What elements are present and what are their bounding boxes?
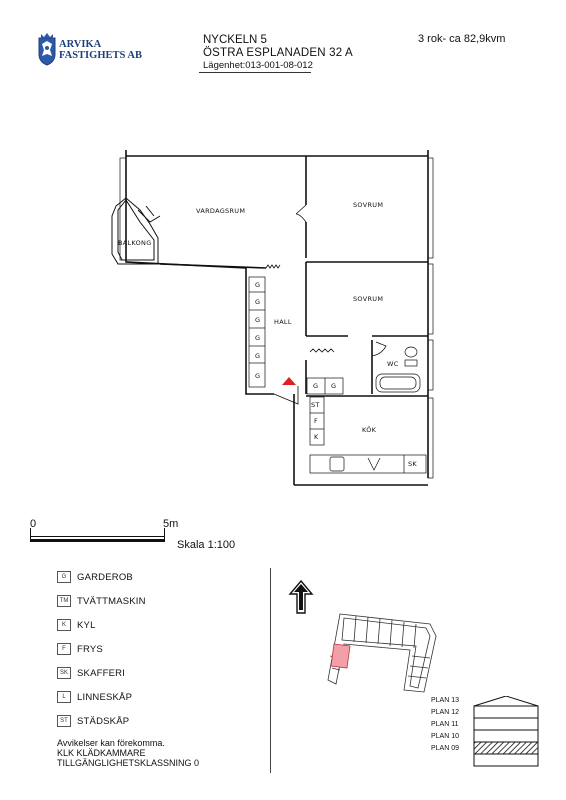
fixture-g: G [255,298,261,306]
fixture-g: G [255,352,261,360]
current-floor-band [473,741,539,755]
legend-item: TM TVÄTTMASKIN [57,594,146,608]
legend-code: TM [57,595,71,607]
company-name: ARVIKA FASTIGHETS AB [59,39,142,61]
legend-label: TVÄTTMASKIN [77,595,146,607]
floor-label: PLAN 13 [431,697,460,704]
scale-label: Skala 1:100 [177,539,236,551]
legend-code: SK [57,667,71,679]
floor-label: PLAN 09 [431,745,460,752]
vertical-divider [270,568,271,773]
header-underline [199,72,311,73]
apartment-highlight [330,643,351,669]
wall-living-bottom [159,263,267,269]
entrance-marker [282,377,296,385]
room-label-wc: WC [387,360,399,368]
legend-item: K KYL [57,618,96,632]
room-label-sovrum-2: SOVRUM [353,295,384,303]
fixture-f: F [314,417,319,425]
fixture-sk: SK [408,460,417,468]
apartment-size: 3 rok- ca 82,9kvm [418,33,506,45]
stove [329,456,345,472]
door-bedroom1 [295,204,307,223]
fixture-g: G [255,316,261,324]
window-right-3 [427,339,434,391]
fixture-g: G [331,382,337,390]
legend-code: L [57,691,71,703]
legend-item: L LINNESKÅP [57,690,132,704]
scale-zero: 0 [30,518,37,530]
legend-code: F [57,643,71,655]
legend-code: G [57,571,71,583]
room-label-hall: HALL [274,318,292,326]
north-arrow-icon [288,580,314,614]
room-label-sovrum-1: SOVRUM [353,201,384,209]
legend-label: GARDEROB [77,571,133,583]
kitchen-counter [309,454,427,474]
fixture-g: G [255,281,261,289]
legend-code: ST [57,715,71,727]
legend-item: ST STÄDSKÅP [57,714,129,728]
building-key-plan [327,613,437,693]
legend-label: FRYS [77,643,103,655]
door-wc [371,341,387,357]
company-name-line1: ARVIKA [59,39,102,50]
sink [367,457,381,471]
window-right-4 [427,397,434,479]
legend-label: LINNESKÅP [77,691,133,703]
fixture-k: K [314,433,319,441]
legend-label: KYL [77,619,96,631]
legend-item: F FRYS [57,642,103,656]
scale-end: 5m [163,518,179,530]
address: ÖSTRA ESPLANADEN 32 A [203,47,353,59]
notes: Avvikelser kan förekomma. KLK KLÄDKAMMAR… [57,738,199,768]
apartment-number: Lägenhet:013-001-08-012 [203,60,313,71]
room-label-vardagsrum: VARDAGSRUM [196,207,246,215]
legend-item: SK SKAFFERI [57,666,125,680]
window-right-2 [427,263,434,335]
floor-label-current: PLAN 10 [431,733,460,740]
outer-wall [125,150,274,395]
door-entrance [273,386,299,405]
company-name-line2: FASTIGHETS AB [59,50,142,61]
note-line: Avvikelser kan förekomma. [57,738,165,748]
scale-bar [30,528,165,542]
wc-basin [404,346,418,358]
fixture-g: G [313,382,319,390]
fixture-st: ST [311,401,320,409]
window-right-1 [427,157,434,259]
note-line: KLK KLÄDKAMMARE [57,748,146,758]
floor-label: PLAN 11 [431,721,459,728]
arvika-crest-logo [38,33,56,66]
bathtub [375,373,421,393]
door-hall-zigzag [265,264,281,269]
room-label-balkong: BALKONG [118,239,152,247]
legend-label: STÄDSKÅP [77,715,130,727]
legend-item: G GARDEROB [57,570,133,584]
room-label-kok: KÖK [362,426,377,434]
building-name: NYCKELN 5 [203,34,267,46]
fixture-g: G [255,372,261,380]
door-bedroom2 [309,348,335,353]
floor-label: PLAN 12 [431,709,460,716]
fixture-g: G [255,334,261,342]
legend-label: SKAFFERI [77,667,126,679]
floor-stack [473,696,539,767]
note-line: TILLGÄNGLIGHETSKLASSNING 0 [57,758,200,768]
legend-code: K [57,619,71,631]
